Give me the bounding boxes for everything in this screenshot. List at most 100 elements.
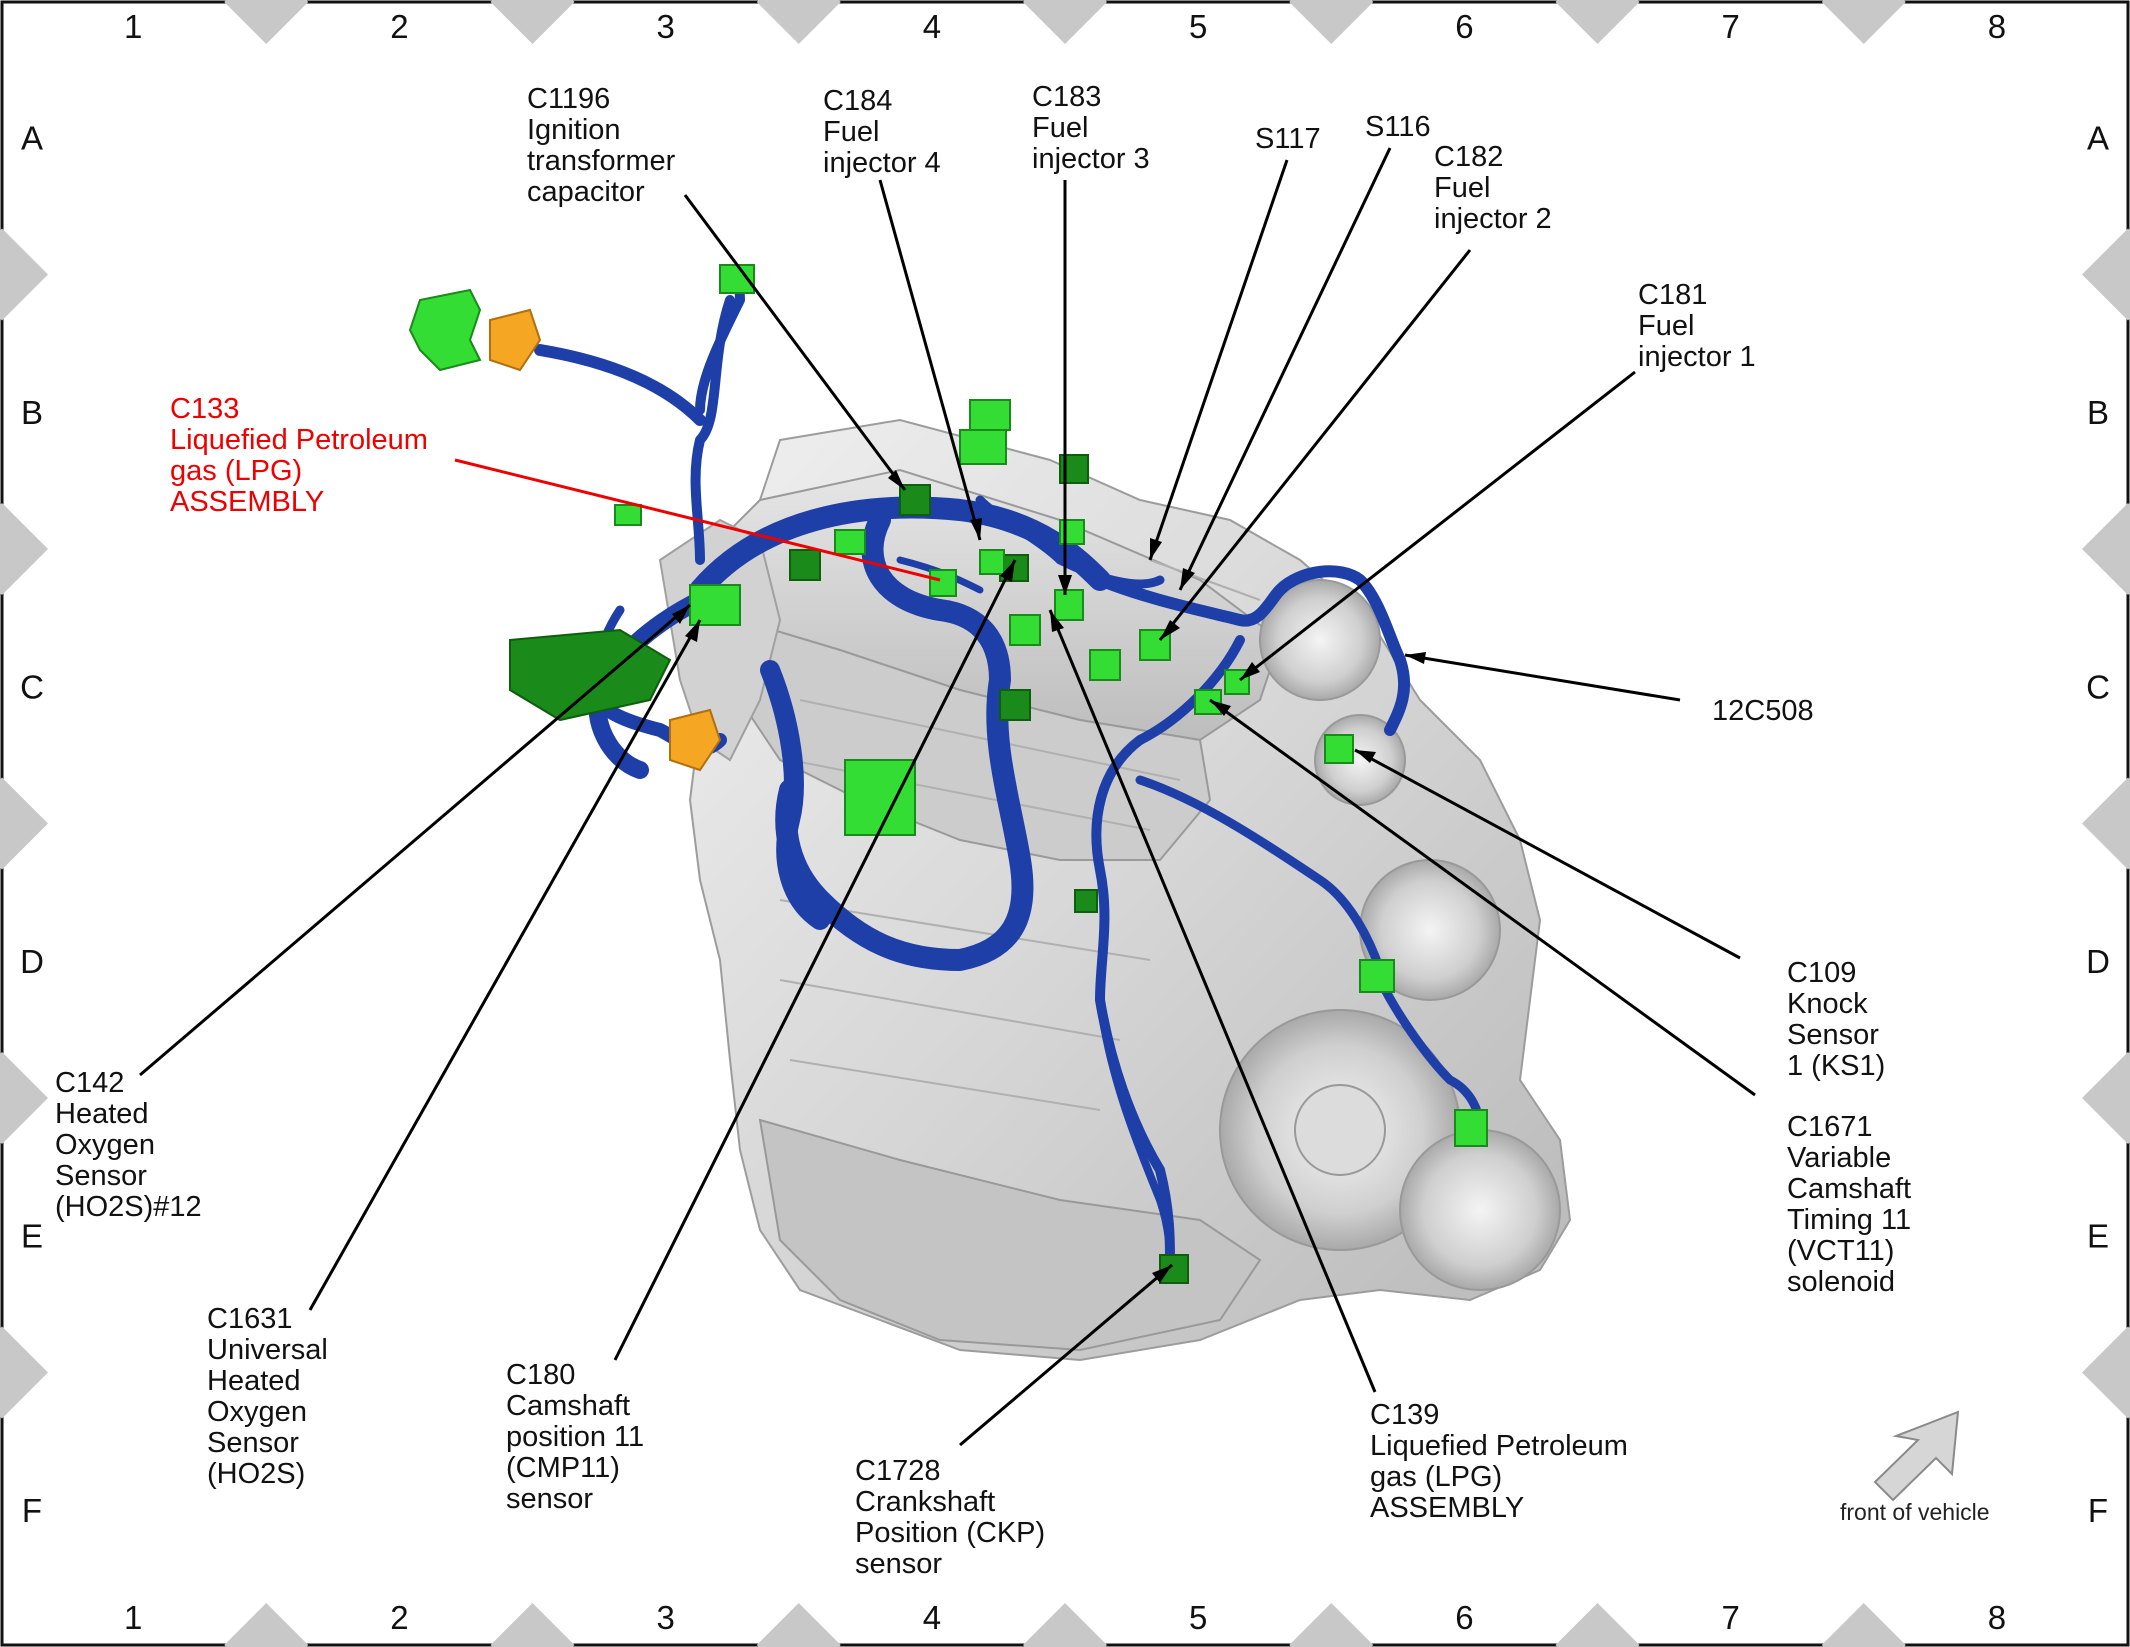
harness-upper-right	[975, 495, 1165, 589]
grid-column-label-top: 8	[1988, 8, 2006, 45]
grid-column-label-top: 4	[923, 8, 941, 45]
leader-12c508	[1404, 653, 1681, 702]
leader-lines	[139, 147, 1756, 1447]
grid-marker-bottom	[224, 1603, 309, 1647]
callout-line: injector 2	[1434, 203, 1552, 235]
front-lower-connector	[1454, 1109, 1488, 1147]
callout-line: Oxygen	[207, 1396, 307, 1428]
grid-marker-bottom	[756, 1603, 841, 1647]
grid-row-label-right: C	[2086, 668, 2110, 705]
callout-line: Sensor	[207, 1427, 299, 1459]
grid-row-label-right: F	[2088, 1492, 2108, 1529]
injector4-connector	[979, 549, 1005, 575]
grid-column-label-bottom: 4	[923, 1599, 941, 1636]
grid-column-label-top: 5	[1189, 8, 1207, 45]
callout-line: (HO2S)	[207, 1458, 305, 1490]
front-connector	[1359, 959, 1395, 993]
grid-marker-bottom	[1023, 1603, 1107, 1647]
callout-line: Liquefied Petroleum	[170, 424, 428, 456]
arrowhead-c1196	[888, 470, 905, 490]
callout-line: C183	[1032, 81, 1101, 113]
callout-line: (VCT11)	[1787, 1235, 1894, 1267]
c142-connector	[689, 584, 741, 626]
leader-c180	[613, 559, 1017, 1361]
grid-marker-top	[490, 0, 575, 44]
callout-line: Crankshaft	[855, 1486, 995, 1518]
grid-marker-bottom	[1821, 1603, 1906, 1647]
leader-c1728	[959, 1263, 1173, 1447]
c184-connector-2	[959, 429, 1007, 465]
grid-marker-right	[2082, 1326, 2130, 1419]
callout-line: sensor	[506, 1483, 593, 1515]
callout-12c508: 12C508	[1712, 695, 1814, 727]
arrowhead-c109	[1355, 750, 1376, 763]
grid-marker-left	[0, 1052, 48, 1144]
callout-line: Sensor	[1787, 1019, 1879, 1051]
callout-line: S117	[1255, 123, 1321, 155]
grid-marker-bottom	[490, 1603, 575, 1647]
leader-c142	[139, 603, 691, 1077]
orientation-indicator: front of vehicle	[1840, 1410, 1990, 1525]
mid-upper-connector-2	[834, 529, 866, 555]
callout-line: sensor	[855, 1548, 942, 1580]
grid-column-label-bottom: 3	[656, 1599, 674, 1636]
leader-arrowheads	[672, 470, 1426, 1283]
arrowhead-c183	[1058, 575, 1072, 595]
crank-pulley-hub	[1294, 1084, 1386, 1176]
oil-pan	[758, 1118, 1262, 1352]
callout-line: Camshaft	[1787, 1173, 1911, 1205]
callout-line: 12C508	[1712, 695, 1814, 727]
leader-c181	[1239, 370, 1636, 682]
callout-line: C182	[1434, 141, 1503, 173]
callout-s117: S117	[1255, 123, 1321, 155]
callout-line: Ignition	[527, 114, 621, 146]
callout-line: C1671	[1787, 1111, 1872, 1143]
callout-line: Oxygen	[55, 1129, 155, 1161]
arrowhead-s117	[1150, 538, 1162, 560]
grid-column-label-bottom: 2	[390, 1599, 408, 1636]
grid-row-label-right: E	[2087, 1217, 2109, 1254]
leader-c1196	[683, 194, 907, 491]
arrowhead-c1728	[1152, 1265, 1172, 1283]
callout-line: Heated	[207, 1365, 301, 1397]
cylinder-head	[739, 618, 1212, 861]
harness-lower-left	[760, 660, 830, 930]
c139-connector	[1009, 614, 1041, 646]
grid-marker-right	[2082, 503, 2130, 595]
mid-upper-connector	[789, 549, 821, 581]
callout-line: gas (LPG)	[1370, 1461, 1502, 1493]
callout-line: transformer	[527, 145, 676, 177]
arrow-icon	[1873, 1410, 1960, 1502]
arrowhead-c181	[1240, 662, 1260, 680]
callout-line: Fuel	[823, 116, 879, 148]
harness-to-lpg-top	[534, 344, 706, 426]
arrowhead-s116	[1180, 568, 1195, 590]
callout-line: ASSEMBLY	[1370, 1492, 1524, 1524]
arrowhead-c180	[1000, 560, 1015, 582]
harness-right-down	[1091, 635, 1245, 1265]
callout-line: Liquefied Petroleum	[1370, 1430, 1628, 1462]
c1728-connector	[1159, 1254, 1189, 1284]
leader-s117	[1148, 159, 1289, 561]
cam-pulley	[1259, 579, 1381, 701]
callout-line: Fuel	[1434, 172, 1490, 204]
leader-s116	[1178, 147, 1392, 591]
grid-marker-left	[0, 228, 48, 321]
grid-column-label-top: 6	[1455, 8, 1473, 45]
callout-line: Fuel	[1638, 310, 1694, 342]
front-of-vehicle-label: front of vehicle	[1840, 1499, 1990, 1525]
lpg-c133-connector	[929, 569, 957, 597]
callout-line: C1196	[527, 83, 610, 115]
lower-harness-connector	[1074, 889, 1098, 913]
grid-marker-bottom	[1555, 1603, 1640, 1647]
grid-marker-right	[2082, 777, 2130, 870]
grid-column-label-bottom: 6	[1455, 1599, 1473, 1636]
callout-line: C1631	[207, 1303, 292, 1335]
